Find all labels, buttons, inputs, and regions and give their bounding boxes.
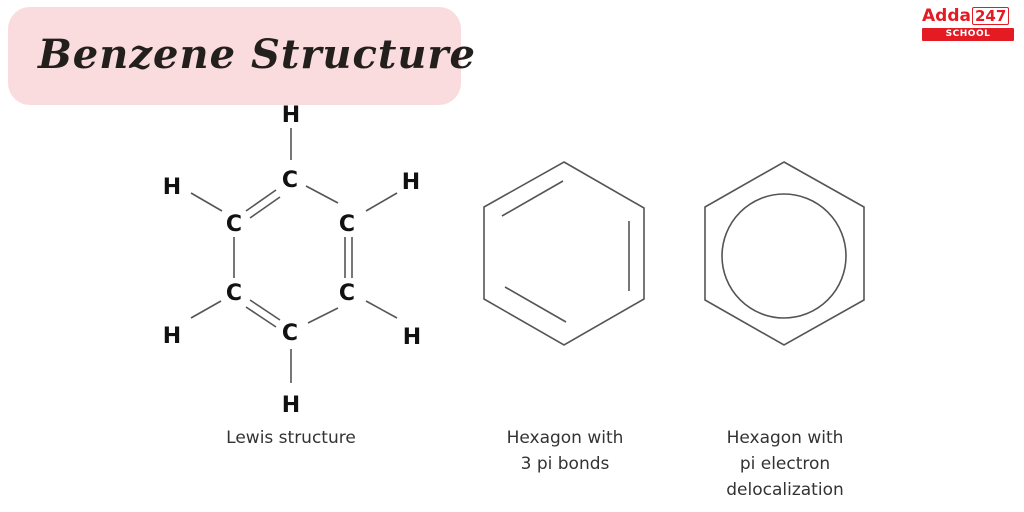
logo-brand: Adda [922,6,971,26]
page-title: Benzene Structure [38,31,476,78]
logo-number: 247 [971,7,1010,25]
bond-cc-single-2 [307,307,339,324]
bond-cc-double-3a [249,299,281,321]
atom-c-bottom: C [282,321,298,346]
atom-h-top: H [282,103,300,128]
atom-c-lower-left: C [226,281,242,306]
bond-cc-double-1b [249,196,281,219]
atom-c-upper-right: C [339,212,355,237]
logo-top-row: Adda 247 [922,6,1014,26]
adda247-logo: Adda 247 SCHOOL [922,6,1014,41]
bond-cc-single-1 [305,185,339,204]
logo-school-label: SCHOOL [922,28,1014,41]
bond-ch-lower-right [365,300,398,319]
atom-c-lower-right: C [339,281,355,306]
atom-h-lower-left: H [163,324,181,349]
atom-h-upper-right: H [402,170,420,195]
caption-pi-bonds-line2: 3 pi bonds [520,454,610,474]
caption-delocalized-line2: pi electron [739,454,831,474]
atom-c-top: C [282,168,298,193]
caption-lewis: Lewis structure [210,425,372,451]
atom-h-bottom: H [282,393,300,418]
hexagon-outline [704,161,865,346]
bond-cc-double-3b [245,306,277,328]
delocalization-circle [721,193,847,319]
caption-lewis-line1: Lewis structure [226,428,356,448]
hexagon-delocalized [704,161,865,346]
caption-delocalized: Hexagon with pi electron delocalization [700,425,870,503]
lewis-atoms: H C H H C C C C H H C H [163,103,421,418]
caption-delocalized-line3: delocalization [726,480,844,500]
title-banner: Benzene Structure [8,7,475,105]
caption-delocalized-line1: Hexagon with [726,428,844,448]
pi-bond-upper-left [501,180,564,217]
atom-h-lower-right: H [403,325,421,350]
bond-ch-lower-left [190,300,222,319]
caption-pi-bonds: Hexagon with 3 pi bonds [485,425,645,477]
hexagon-pi-bonds [483,161,645,346]
lewis-structure [190,128,398,383]
atom-c-upper-left: C [226,212,242,237]
bond-ch-upper-left [190,192,223,212]
bond-cc-double-1a [245,189,277,212]
bond-ch-upper-right [365,192,398,212]
atom-h-upper-left: H [163,175,181,200]
caption-pi-bonds-line1: Hexagon with [506,428,624,448]
pi-bond-lower-left [504,286,567,323]
hexagon-outline [483,161,645,346]
